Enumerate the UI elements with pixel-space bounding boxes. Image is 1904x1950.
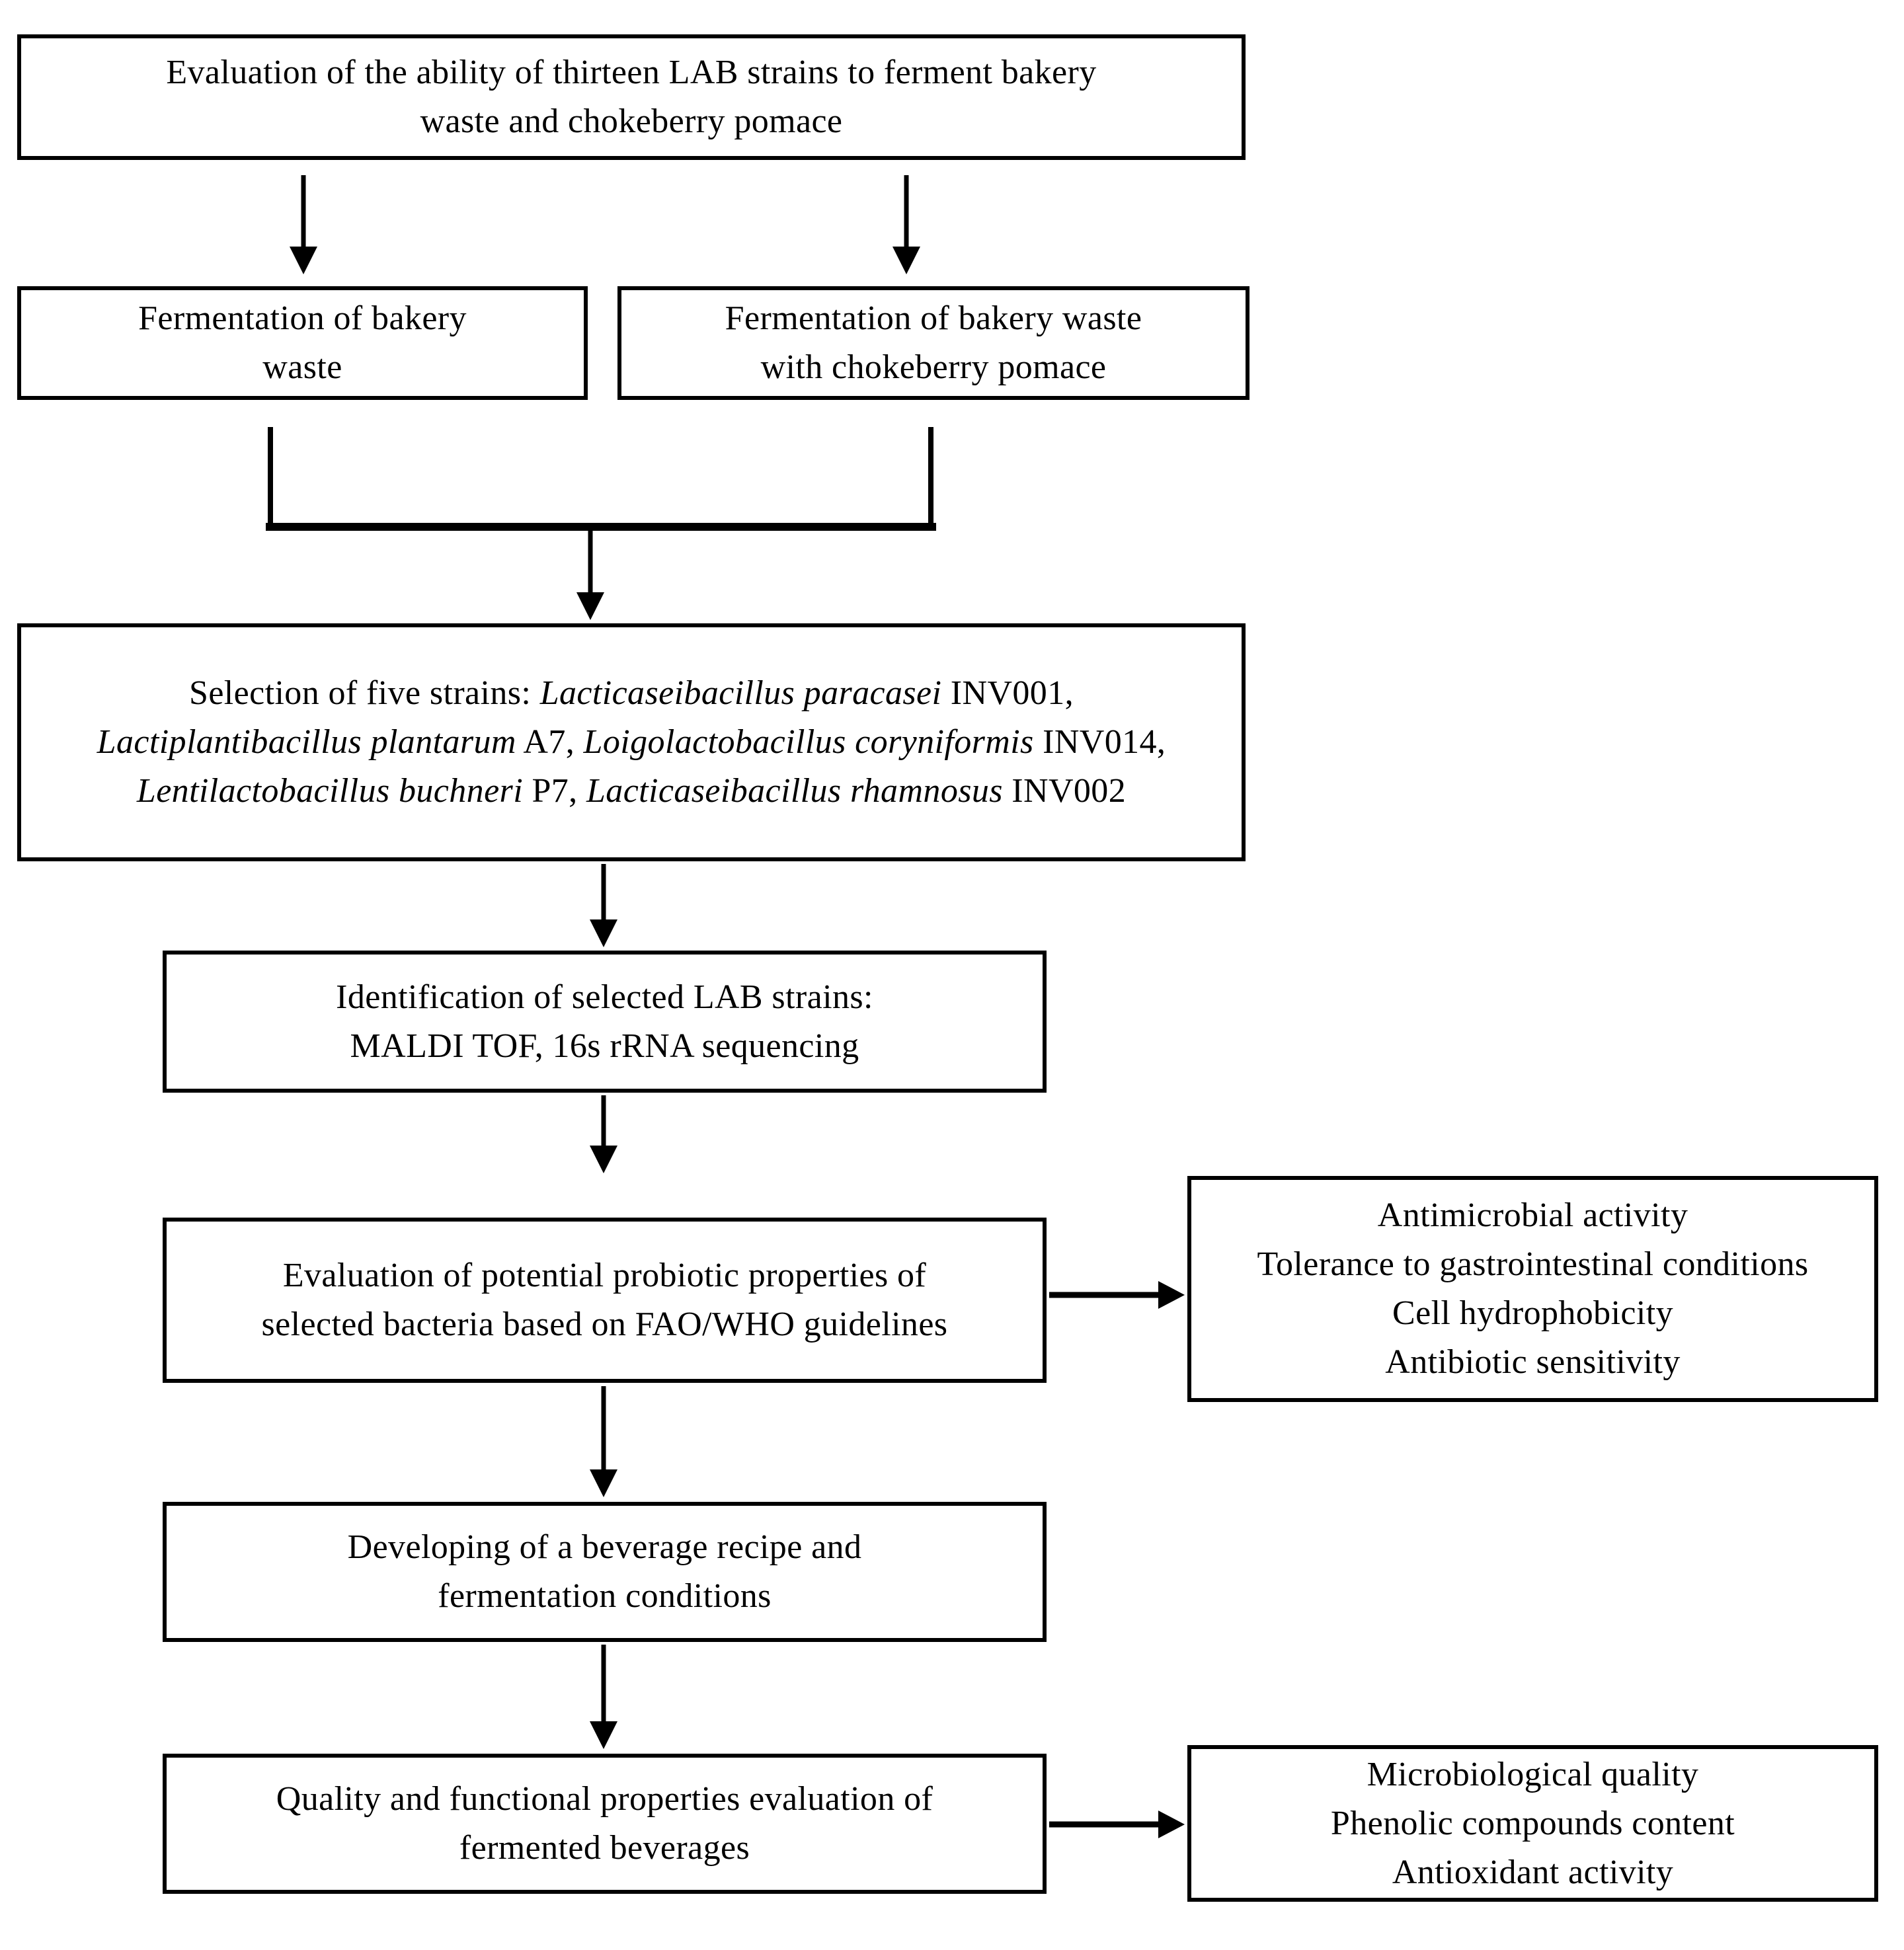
arrow-shaft <box>601 1095 606 1146</box>
box-text-line: waste and chokeberry pomace <box>420 102 843 140</box>
bracket-bottom-bar <box>266 523 936 531</box>
box-text-line: Evaluation of potential probiotic proper… <box>282 1257 927 1294</box>
arrow-shaft <box>904 175 909 247</box>
arrow-shaft <box>601 1645 606 1721</box>
box-text-line: Tolerance to gastrointestinal conditions <box>1257 1245 1809 1283</box>
box-quality-tests: Microbiological quality Phenolic compoun… <box>1187 1745 1878 1902</box>
bracket-left-line <box>268 427 273 527</box>
strain-code: INV002 <box>1002 772 1127 810</box>
box-text-line: Microbiological quality <box>1367 1755 1699 1793</box>
arrow-shaft <box>601 864 606 919</box>
arrow-to-selection <box>576 531 605 620</box>
box-text-line: Quality and functional properties evalua… <box>276 1780 933 1818</box>
box-strain-identification: Identification of selected LAB strains: … <box>163 951 1047 1093</box>
box-text-line: waste <box>262 348 342 386</box>
box-text-line: Identification of selected LAB strains: <box>336 978 873 1016</box>
arrow-to-probiotic-evaluation <box>589 1095 618 1173</box>
box-beverage-development: Developing of a beverage recipe and ferm… <box>163 1502 1047 1642</box>
arrow-head-right-icon <box>1158 1811 1185 1838</box>
arrow-head-down-icon <box>576 592 604 620</box>
arrow-to-beverage-development <box>589 1386 618 1497</box>
arrow-to-quality-tests <box>1049 1810 1185 1839</box>
box-text-line: Phenolic compounds content <box>1330 1804 1735 1842</box>
arrow-to-fermentation-chokeberry <box>892 175 921 274</box>
arrow-head-down-icon <box>590 1146 617 1173</box>
box-probiotic-tests: Antimicrobial activity Tolerance to gast… <box>1187 1176 1878 1402</box>
species-name: Lactiplantibacillus plantarum <box>97 723 516 761</box>
strain-code: INV001, <box>941 674 1074 712</box>
strain-code: INV014, <box>1033 723 1166 761</box>
box-text-line: Lactiplantibacillus plantarum A7, Loigol… <box>97 718 1166 767</box>
box-text-line: selected bacteria based on FAO/WHO guide… <box>261 1306 948 1343</box>
box-fermentation-chokeberry: Fermentation of bakery waste with chokeb… <box>617 286 1250 400</box>
box-text-line: fermented beverages <box>459 1829 750 1867</box>
species-name: Lentilactobacillus buchneri <box>136 772 524 810</box>
box-text-line: Lentilactobacillus buchneri P7, Lacticas… <box>137 767 1126 816</box>
selection-prefix: Selection of five strains: <box>189 674 540 712</box>
box-text-line: MALDI TOF, 16s rRNA sequencing <box>350 1027 859 1065</box>
arrow-head-down-icon <box>590 1721 617 1749</box>
box-quality-evaluation: Quality and functional properties evalua… <box>163 1754 1047 1894</box>
arrow-head-down-icon <box>290 247 317 274</box>
arrow-shaft <box>301 175 306 247</box>
arrow-head-down-icon <box>892 247 920 274</box>
arrow-head-down-icon <box>590 919 617 947</box>
box-probiotic-evaluation: Evaluation of potential probiotic proper… <box>163 1218 1047 1383</box>
box-text-line: Antibiotic sensitivity <box>1385 1343 1681 1381</box>
species-name: Lacticaseibacillus paracasei <box>539 674 942 712</box>
box-fermentation-bakery: Fermentation of bakery waste <box>17 286 588 400</box>
arrow-shaft <box>588 531 593 592</box>
box-text-line: Developing of a beverage recipe and <box>347 1528 862 1566</box>
arrow-to-fermentation-bakery <box>289 175 318 274</box>
arrow-to-probiotic-tests <box>1049 1280 1185 1309</box>
box-strain-selection: Selection of five strains: Lacticaseibac… <box>17 623 1246 861</box>
box-text-line: Antimicrobial activity <box>1377 1196 1688 1234</box>
box-text-line: Cell hydrophobicity <box>1392 1294 1673 1332</box>
box-text-line: Fermentation of bakery waste <box>725 299 1142 337</box>
arrow-to-quality-evaluation <box>589 1645 618 1749</box>
box-text-line: Fermentation of bakery <box>138 299 467 337</box>
box-text-line: Evaluation of the ability of thirteen LA… <box>166 54 1097 91</box>
arrow-head-down-icon <box>590 1469 617 1497</box>
strain-code: A7, <box>516 723 584 761</box>
box-text-line: fermentation conditions <box>438 1577 772 1615</box>
strain-code: P7, <box>523 772 586 810</box>
arrow-shaft <box>601 1386 606 1469</box>
box-text-line: with chokeberry pomace <box>760 348 1107 386</box>
arrow-to-identification <box>589 864 618 947</box>
arrow-shaft <box>1049 1821 1160 1828</box>
arrow-head-right-icon <box>1158 1281 1185 1309</box>
box-ability-evaluation: Evaluation of the ability of thirteen LA… <box>17 34 1246 160</box>
box-text-line: Antioxidant activity <box>1392 1853 1674 1891</box>
species-name: Loigolactobacillus coryniformis <box>583 723 1034 761</box>
box-text-line: Selection of five strains: Lacticaseibac… <box>189 669 1074 718</box>
species-name: Lacticaseibacillus rhamnosus <box>586 772 1003 810</box>
arrow-shaft <box>1049 1292 1160 1298</box>
bracket-right-line <box>928 427 933 527</box>
